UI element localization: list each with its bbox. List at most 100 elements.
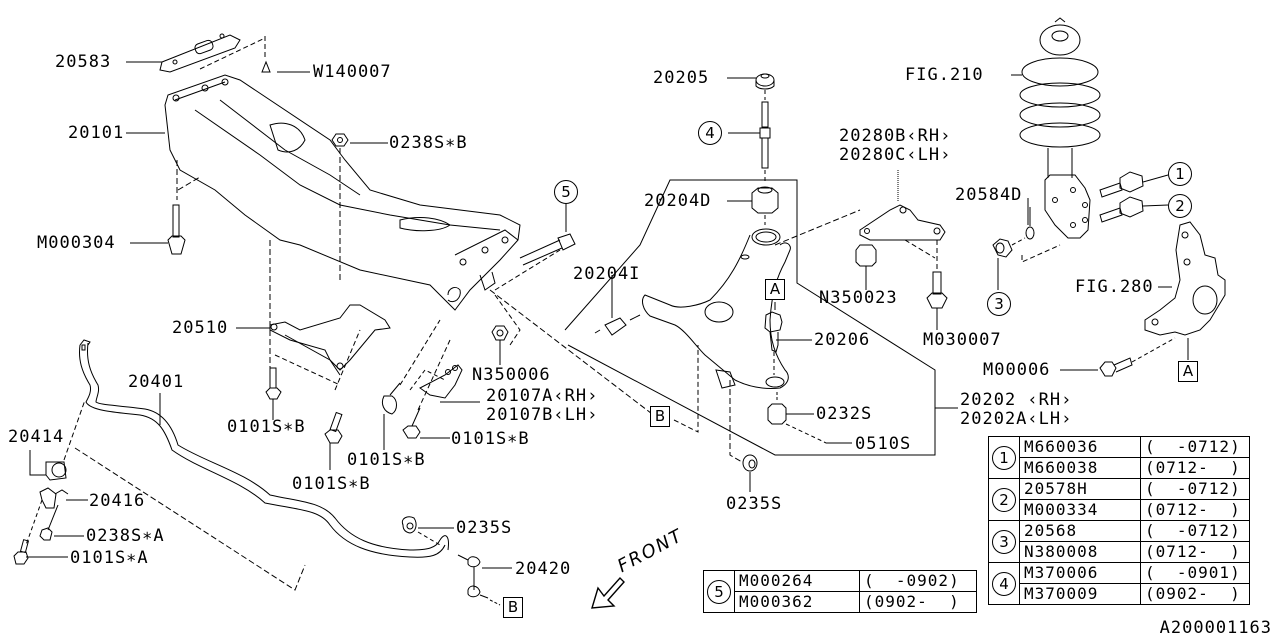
washer-nut-ref-3 — [992, 207, 1061, 290]
part-number-cell: M000362 — [734, 591, 860, 613]
date-range-cell: (0712- ) — [1140, 499, 1250, 521]
ref-box-b-stabilizer: B — [503, 597, 523, 618]
callout-20205: 20205 — [653, 68, 710, 88]
stud-ref-4 — [759, 101, 771, 183]
transverse-link-outline — [564, 179, 936, 456]
nut-0238s-a — [39, 527, 53, 541]
callout-20204d: 20204D — [644, 191, 712, 211]
ref-circle-4-table: 4 — [992, 571, 1016, 596]
callout-20584d: 20584D — [955, 185, 1023, 205]
table-row: 3 20568 ( -0712) — [988, 520, 1250, 563]
document-id: A200001163 — [1159, 618, 1272, 638]
ref-box-a-link: A — [765, 279, 785, 300]
ref-circle-2-table: 2 — [992, 487, 1016, 512]
date-range-cell: (0902- ) — [859, 591, 977, 613]
callout-20280c-text: 20280C‹LH› — [839, 145, 952, 165]
part-number-cell: M660038 — [1019, 457, 1141, 479]
callout-0238s-a: 0238S∗A — [86, 526, 165, 546]
nut-0232s — [767, 392, 787, 425]
link-20420 — [401, 516, 501, 606]
date-range-cell: (0902- ) — [1140, 583, 1250, 605]
leader-lines — [26, 61, 1172, 569]
bolt-0101s-a — [13, 539, 30, 565]
guide-line-bar — [74, 447, 306, 591]
callout-20280b: 20280B‹RH›20280C‹LH› — [839, 127, 951, 165]
mount-plate-20583 — [159, 33, 266, 73]
callout-20510: 20510 — [172, 318, 229, 338]
part-number-cell: M000264 — [734, 570, 860, 592]
bolt-m00006 — [1099, 337, 1176, 377]
bolts-0101s-b — [265, 319, 451, 470]
bolts-ref-1-2 — [1099, 171, 1169, 223]
table-row: M000334 (0712- ) — [989, 499, 1250, 521]
crossmember-20101 — [164, 74, 521, 311]
nut-0238s-b — [331, 133, 349, 280]
date-range-cell: ( -0901) — [1140, 562, 1250, 584]
date-range-cell: ( -0712) — [1140, 478, 1250, 500]
bracket-20510 — [269, 240, 391, 391]
part-number-cell: N380008 — [1019, 541, 1141, 563]
bracket-20107 — [409, 364, 480, 403]
table-ref-cell: 3 — [988, 520, 1020, 563]
callout-20401: 20401 — [128, 372, 185, 392]
bushing-20204i — [594, 314, 641, 336]
callout-20202-text: 20202 ‹RH› — [960, 390, 1073, 410]
table-row: N380008 (0712- ) — [989, 541, 1250, 563]
callout-0101s-a: 0101S∗A — [70, 548, 149, 568]
callout-0232s: 0232S — [816, 404, 873, 424]
callout-fig280[interactable]: FIG.280 — [1075, 277, 1154, 297]
callout-0101s-b-2: 0101S∗B — [292, 474, 371, 494]
ref-circle-4: 4 — [698, 121, 722, 145]
date-range-cell: ( -0902) — [859, 570, 977, 592]
ref-circle-1-table: 1 — [992, 445, 1016, 470]
ref-circle-1: 1 — [1168, 162, 1192, 186]
callout-20206: 20206 — [814, 330, 871, 350]
nut-0235s — [729, 380, 758, 485]
date-range-cell: (0712- ) — [1140, 457, 1250, 479]
table-row: 4 M370006 ( -0901) — [988, 562, 1250, 605]
callout-20280b-text: 20280B‹RH› — [839, 126, 952, 146]
bushing-20204d — [751, 186, 779, 225]
callout-0510s: 0510S — [855, 434, 912, 454]
date-range-cell: (0712- ) — [1140, 541, 1250, 563]
table-ref-cell: 4 — [988, 562, 1020, 605]
knuckle-assembly — [1144, 221, 1226, 360]
reference-table-5: 5 M000264 ( -0902) M000362 (0902- ) — [703, 570, 977, 613]
part-number-cell: M370006 — [1019, 562, 1141, 584]
callout-20107b-text: 20107B‹LH› — [486, 405, 599, 425]
callout-0235s-bottom: 0235S — [456, 518, 513, 538]
callout-fig210[interactable]: FIG.210 — [905, 65, 984, 85]
table-row: M370009 (0902- ) — [989, 583, 1250, 605]
part-number-cell: M370009 — [1019, 583, 1141, 605]
bracket-20416 — [25, 487, 69, 546]
cotter-pin-0510s — [785, 423, 827, 444]
ref-circle-5: 5 — [554, 180, 578, 204]
callout-0101s-b-3: 0101S∗B — [347, 450, 426, 470]
bushing-20414 — [45, 399, 86, 481]
callout-m00006: M00006 — [983, 360, 1051, 380]
ref-box-b-link: B — [650, 406, 670, 427]
front-arrow-icon — [591, 576, 625, 609]
guide-b — [673, 345, 699, 433]
table-row: M660038 (0712- ) — [989, 457, 1250, 479]
date-range-cell: ( -0712) — [1140, 436, 1250, 458]
callout-n350023: N350023 — [819, 288, 898, 308]
lower-arm-20202 — [642, 228, 791, 389]
ref-box-a-knuckle: A — [1178, 361, 1198, 382]
reference-table-main: 1 M660036 ( -0712) M660038 (0712- ) 2 20… — [988, 436, 1250, 605]
callout-w140007: W140007 — [313, 62, 392, 82]
stabilizer-bar-20401 — [79, 339, 449, 558]
bushing-20205 — [755, 73, 775, 100]
bolt-ref-5 — [494, 203, 576, 291]
ref-circle-2: 2 — [1168, 194, 1192, 218]
ref-circle-5-table: 5 — [707, 579, 731, 604]
callout-20202a-text: 20202A‹LH› — [960, 409, 1073, 429]
callout-20101: 20101 — [68, 123, 125, 143]
table-row: M000362 (0902- ) — [704, 591, 977, 613]
callout-m030007: M030007 — [923, 330, 1002, 350]
callout-20414: 20414 — [8, 427, 65, 447]
part-number-cell: M660036 — [1019, 436, 1141, 458]
ref-circle-3: 3 — [987, 292, 1011, 316]
bolt-m000304 — [167, 160, 201, 255]
